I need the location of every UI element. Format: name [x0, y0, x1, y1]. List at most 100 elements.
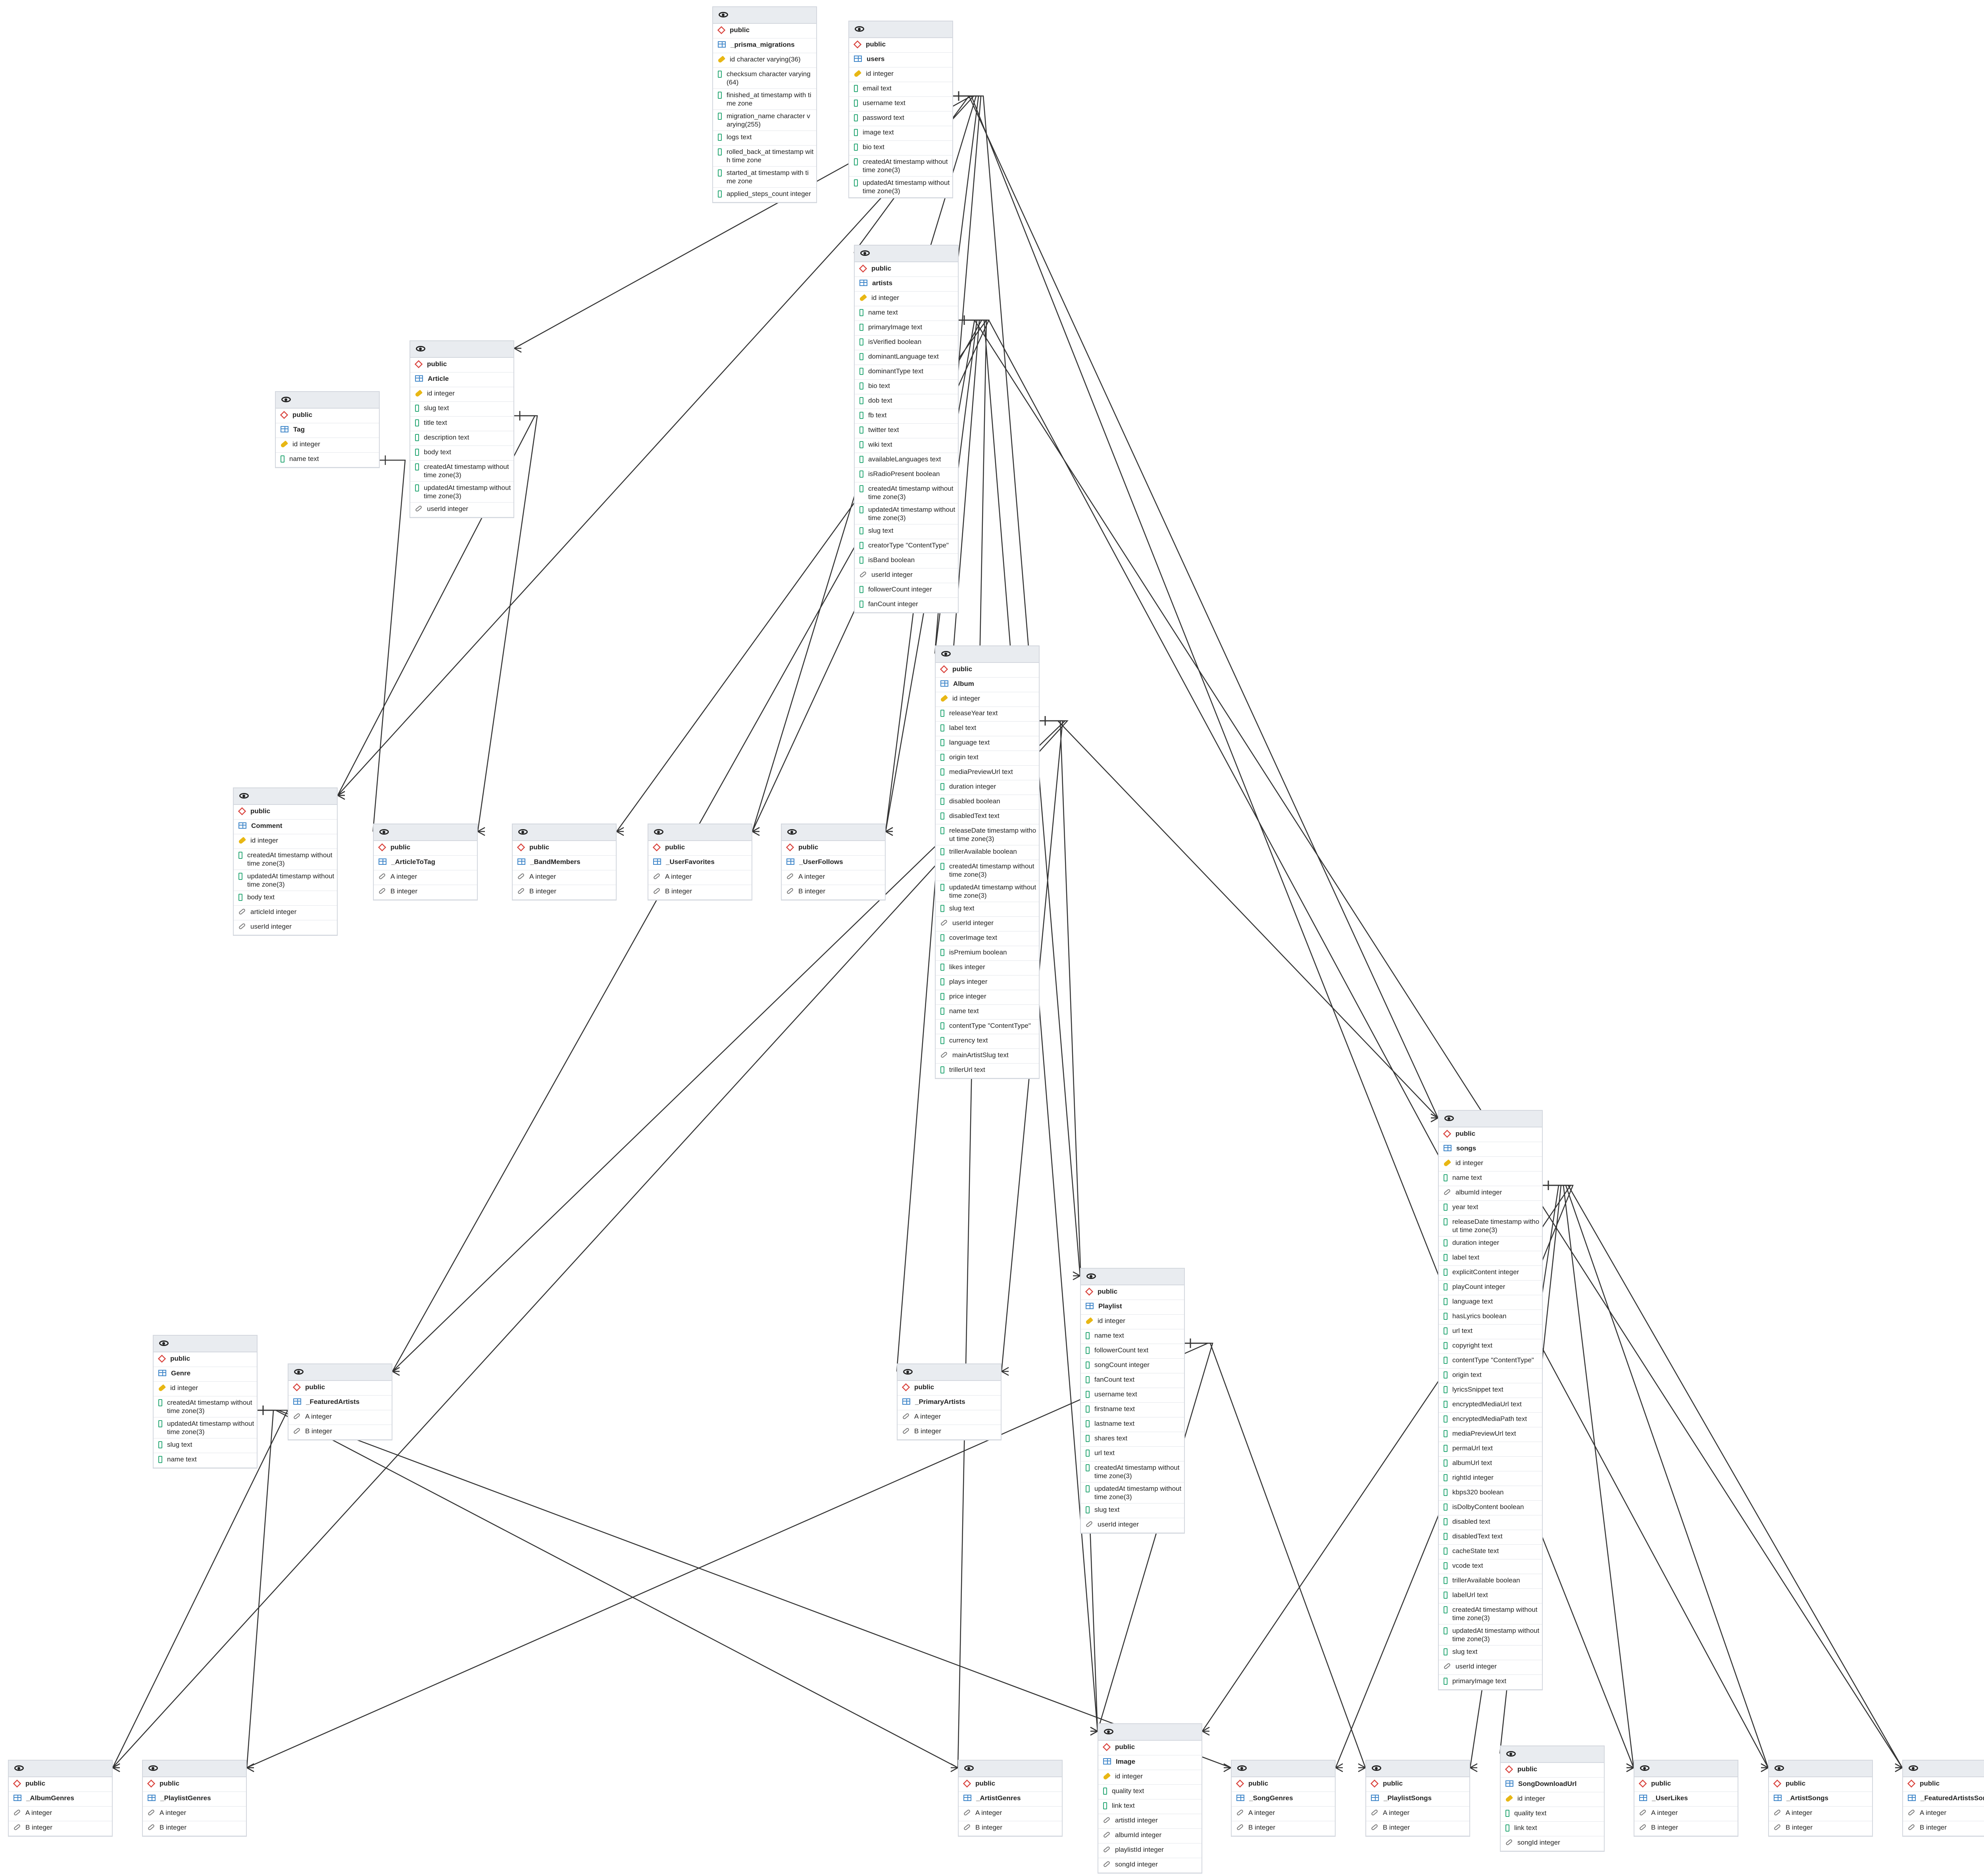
table-header[interactable]: [713, 7, 816, 24]
table-header[interactable]: [1232, 1761, 1335, 1777]
eye-icon[interactable]: [719, 12, 728, 17]
eye-icon[interactable]: [1372, 1765, 1381, 1771]
table-header[interactable]: [898, 1364, 1001, 1381]
table-header[interactable]: [648, 824, 752, 841]
column-row-label: createdAt timestamp without time zone(3): [247, 851, 333, 867]
column-row: createdAt timestamp without time zone(3): [1081, 1461, 1184, 1482]
eye-icon[interactable]: [159, 1340, 169, 1346]
eye-icon[interactable]: [654, 829, 663, 835]
column-icon: [1444, 1218, 1448, 1225]
table-header[interactable]: [276, 392, 379, 409]
column-row-label: A integer: [1248, 1809, 1275, 1816]
schema-row-label: public: [390, 843, 411, 851]
table-header[interactable]: [288, 1364, 392, 1381]
eye-icon[interactable]: [1640, 1765, 1649, 1771]
table-header[interactable]: [143, 1761, 246, 1777]
table-header[interactable]: [782, 824, 885, 841]
table-header[interactable]: [849, 21, 952, 38]
table-header[interactable]: [1501, 1746, 1604, 1763]
eye-icon[interactable]: [148, 1765, 158, 1771]
table-header[interactable]: [1439, 1111, 1542, 1127]
column-row-label: updatedAt timestamp without time zone(3): [949, 883, 1036, 899]
eye-icon[interactable]: [281, 397, 291, 402]
table-header[interactable]: [374, 824, 477, 841]
eye-icon[interactable]: [787, 829, 797, 835]
eye-icon[interactable]: [903, 1369, 913, 1375]
eye-icon[interactable]: [1237, 1765, 1247, 1771]
eye-icon[interactable]: [518, 829, 528, 835]
schema-row: public: [849, 38, 952, 53]
table-header[interactable]: [1081, 1269, 1184, 1285]
eye-icon[interactable]: [855, 26, 864, 32]
table-header[interactable]: [410, 341, 513, 358]
table-header[interactable]: [1903, 1761, 1984, 1777]
eye-icon[interactable]: [239, 793, 249, 799]
crows-foot-mark: [392, 1367, 400, 1372]
eye-icon[interactable]: [379, 829, 389, 835]
column-row: disabled text: [1439, 1515, 1542, 1530]
table-header[interactable]: [1366, 1761, 1469, 1777]
table-header[interactable]: [1634, 1761, 1738, 1777]
eye-icon[interactable]: [1086, 1273, 1096, 1279]
table-name-row-label: _ArticleToTag: [391, 858, 435, 866]
column-row-label: plays integer: [949, 978, 988, 985]
eye-icon[interactable]: [1909, 1765, 1918, 1771]
table-header[interactable]: [936, 646, 1039, 663]
table-header[interactable]: [154, 1336, 257, 1352]
eye-icon[interactable]: [1104, 1729, 1113, 1734]
eye-icon[interactable]: [1444, 1116, 1454, 1121]
table-header[interactable]: [234, 788, 337, 805]
table-header[interactable]: [855, 246, 958, 262]
column-row-label: fb text: [868, 411, 887, 419]
relation-edge: [959, 319, 1769, 1768]
column-row-label: playlistId integer: [1115, 1846, 1164, 1853]
column-row: songId integer: [1501, 1836, 1604, 1851]
column-icon: [1086, 1376, 1090, 1383]
eye-icon[interactable]: [941, 651, 951, 657]
eye-icon[interactable]: [416, 346, 425, 351]
table-header[interactable]: [513, 824, 616, 841]
eye-icon[interactable]: [1774, 1765, 1784, 1771]
column-icon: [940, 798, 944, 805]
column-icon: [1444, 1239, 1448, 1246]
column-row-label: id integer: [170, 1384, 198, 1392]
eye-icon[interactable]: [860, 250, 870, 256]
table-header[interactable]: [9, 1761, 112, 1777]
eye-icon[interactable]: [14, 1765, 24, 1771]
eye-icon[interactable]: [294, 1369, 304, 1375]
eye-icon[interactable]: [1506, 1751, 1516, 1757]
table-header[interactable]: [959, 1761, 1062, 1777]
table-header[interactable]: [1769, 1761, 1872, 1777]
schema-row: public: [374, 841, 477, 856]
table-header[interactable]: [1098, 1724, 1202, 1741]
column-icon: [718, 190, 722, 198]
eye-icon[interactable]: [964, 1765, 974, 1771]
column-icon: [1086, 1450, 1090, 1457]
